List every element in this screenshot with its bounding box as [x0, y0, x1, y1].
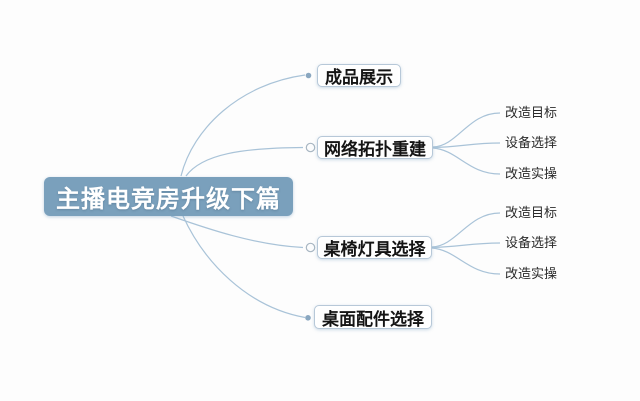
root-node-topic[interactable]: 主播电竞房升级下篇: [44, 177, 293, 216]
link-branch-2-to-child-2: [432, 142, 501, 149]
link-branch-3-to-child-2: [431, 242, 501, 249]
connector-dot-icon: [305, 315, 311, 321]
branch-node-network-topology-rebuild[interactable]: 网络拓扑重建: [317, 136, 433, 159]
child-node-equipment-selection[interactable]: 设备选择: [505, 135, 558, 150]
branch-node-desk-chair-lighting-selection[interactable]: 桌椅灯具选择: [317, 236, 432, 259]
connector-dot-icon: [305, 72, 312, 79]
collapse-toggle-icon[interactable]: [305, 142, 316, 153]
link-root-to-branch-3: [170, 215, 304, 249]
child-node-renovation-practice[interactable]: 改造实操: [505, 166, 558, 181]
child-node-renovation-practice[interactable]: 改造实操: [505, 266, 558, 281]
child-node-renovation-goal[interactable]: 改造目标: [505, 205, 558, 220]
link-root-to-branch-1: [180, 74, 306, 177]
branch-node-desktop-accessories-selection[interactable]: 桌面配件选择: [314, 305, 432, 329]
link-branch-3-to-child-1: [431, 212, 501, 248]
branch-node-finished-product-display[interactable]: 成品展示: [317, 64, 401, 87]
link-root-to-branch-2: [185, 146, 304, 177]
child-node-equipment-selection[interactable]: 设备选择: [505, 235, 558, 250]
link-branch-2-to-child-1: [432, 112, 501, 148]
link-branch-2-to-child-3: [432, 147, 501, 175]
link-root-to-branch-4: [182, 215, 306, 319]
child-node-renovation-goal[interactable]: 改造目标: [505, 105, 558, 120]
collapse-toggle-icon[interactable]: [305, 242, 316, 253]
link-branch-3-to-child-3: [431, 247, 501, 275]
